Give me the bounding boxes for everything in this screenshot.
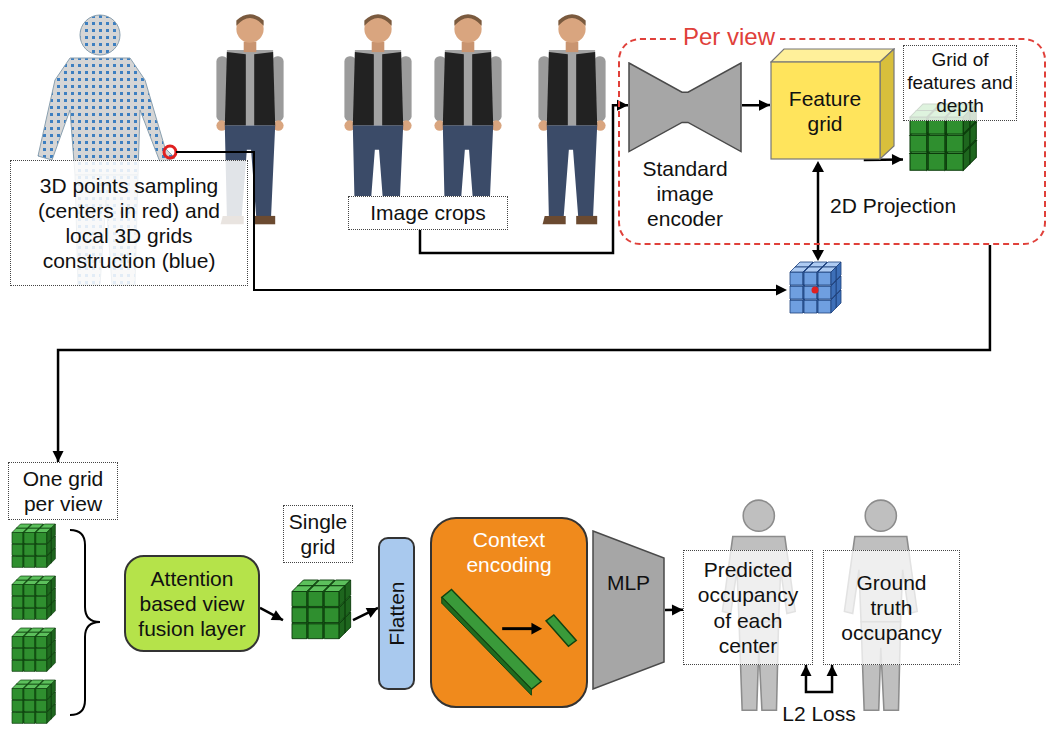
annotation-box: Image crops <box>348 196 508 230</box>
node-label: Ground truth occupancy <box>838 570 945 646</box>
context-encoding-box: Context encoding <box>430 517 588 708</box>
long-feature-bar <box>442 589 541 689</box>
view-grid-cubes <box>12 524 55 567</box>
cube-top <box>771 49 894 62</box>
arrow-head <box>672 604 683 615</box>
view-grid-cubes <box>12 628 55 671</box>
arrow-head <box>759 100 770 111</box>
encoding-arrow <box>502 627 533 630</box>
edge-label-holder: L2 Loss <box>779 701 859 726</box>
photo-crop <box>434 14 501 224</box>
node-label: MLP <box>607 570 650 595</box>
short-feature-bar <box>546 615 576 646</box>
projection-arrow <box>817 171 820 251</box>
local-3d-grid <box>790 262 841 313</box>
annotation-label: 2D Projection <box>830 193 956 218</box>
sampled-center-marker <box>164 146 176 158</box>
cube-side <box>880 49 894 159</box>
arrow-head <box>812 250 824 261</box>
node-label: Feature grid <box>770 86 880 136</box>
node-outline <box>592 530 665 690</box>
node-label: Single grid <box>283 505 353 563</box>
connector <box>665 604 683 615</box>
photo-crop <box>344 14 411 224</box>
edge-label: L2 Loss <box>779 701 859 726</box>
connector-line <box>353 608 378 620</box>
node-label: Grid of features and depth <box>903 45 1017 121</box>
arrow-head <box>531 623 542 635</box>
encoder-outline <box>629 63 741 152</box>
connector <box>742 100 770 111</box>
arrow-head <box>827 665 838 676</box>
annotation-box: 3D points sampling (centers in red) and … <box>10 160 248 286</box>
connector <box>800 665 837 692</box>
encoder-block: Standard image encoder <box>628 62 742 235</box>
arrow-head <box>366 608 378 618</box>
mlp-shape <box>592 530 665 690</box>
grid-output: Grid of features and depth <box>903 45 1017 188</box>
view-grid-cubes <box>12 680 55 723</box>
grid-center-dot <box>812 287 819 294</box>
arrow-head <box>776 285 787 296</box>
view-grids: One grid per view <box>8 462 118 733</box>
single-grid: Single grid <box>283 505 353 656</box>
mlp-block: MLP <box>592 530 665 690</box>
connector-line <box>260 608 283 620</box>
connector-line <box>420 105 628 253</box>
node-label: Attention based view fusion layer <box>130 566 254 642</box>
node-label: 3D points sampling (centers in red) and … <box>15 173 243 274</box>
connector-line <box>806 665 832 692</box>
mlp-outline <box>593 531 664 689</box>
view-grid-cubes <box>12 576 55 619</box>
label-holder: 2D Projection <box>830 193 956 218</box>
node-label: Context encoding <box>436 527 582 577</box>
fused-grid-cubes <box>292 580 351 639</box>
node-label: Flatten <box>384 581 409 645</box>
annotation-box: Predicted occupancy of each center <box>683 550 813 665</box>
node-label: Standard image encoder <box>628 156 742 232</box>
photo-crop <box>538 14 605 224</box>
bar-edge <box>442 597 532 695</box>
annotation-box: Ground truth occupancy <box>823 550 960 665</box>
node-label: Predicted occupancy of each center <box>688 557 808 658</box>
fusion-layer-box: Attention based view fusion layer <box>124 555 260 652</box>
node-label: Per view <box>678 23 780 52</box>
cube-front <box>771 62 880 159</box>
arrow-head <box>53 451 64 462</box>
node-label: Image crops <box>370 200 486 225</box>
connector <box>353 608 378 620</box>
connector <box>420 100 628 253</box>
flatten-box: Flatten <box>378 537 415 690</box>
arrow-head <box>800 665 811 676</box>
arrow-head <box>812 161 824 172</box>
arrow-head <box>892 154 903 165</box>
brace <box>70 530 100 715</box>
arrow-head <box>271 610 283 620</box>
node-label: One grid per view <box>8 462 118 520</box>
leader-line <box>176 152 777 290</box>
feature-grid-cube: Feature grid <box>770 48 895 160</box>
connector <box>260 608 283 620</box>
